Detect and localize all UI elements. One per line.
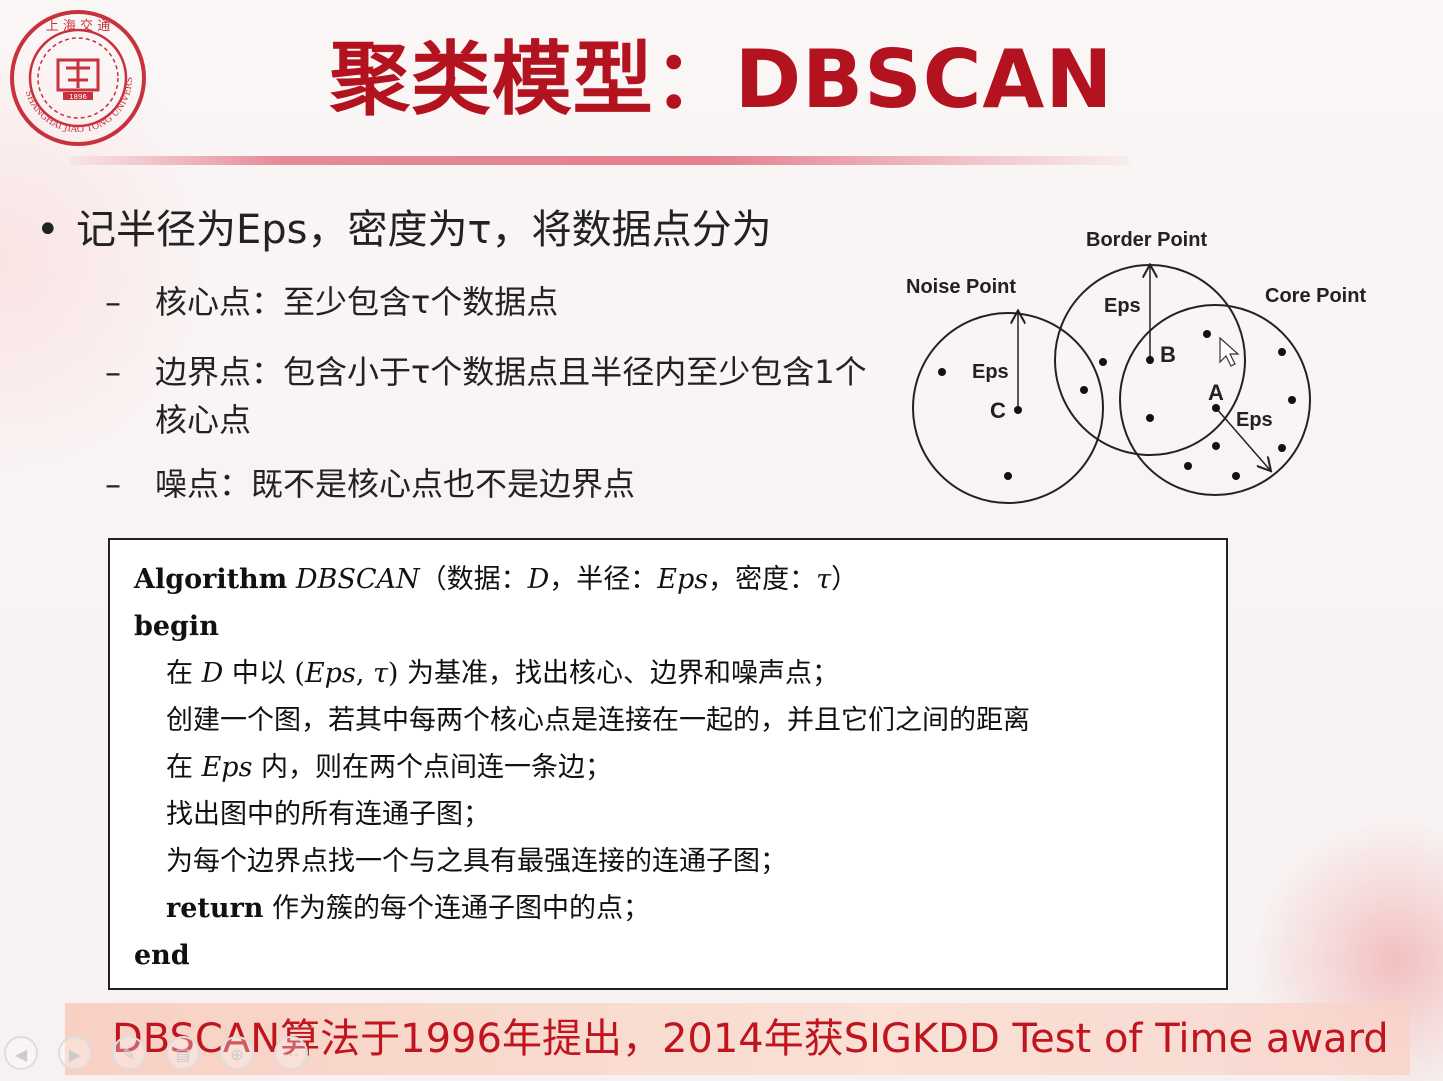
algorithm-box: Algorithm DBSCAN（数据：D，半径：Eps，密度：τ） begin… bbox=[108, 538, 1228, 990]
header-text: ，半径： bbox=[549, 564, 658, 595]
step-symbol: Eps bbox=[201, 752, 253, 783]
end-keyword: end bbox=[134, 940, 190, 971]
footer-text: DBSCAN算法于1996年提出，2014年获SIGKDD Test of Ti… bbox=[112, 1016, 1389, 1062]
svg-text:上 海 交 通: 上 海 交 通 bbox=[46, 18, 110, 34]
algorithm-step: 找出图中的所有连通子图； bbox=[166, 799, 490, 830]
noise-point-label: Noise Point bbox=[906, 276, 1016, 298]
core-circle bbox=[1119, 304, 1311, 496]
sub-bullet-text: 核心点：至少包含τ个数据点 bbox=[155, 283, 559, 321]
step-symbol: τ bbox=[372, 658, 388, 689]
sub-bullet-border: –边界点：包含小于τ个数据点且半径内至少包含1个核心点 bbox=[105, 348, 875, 444]
step-text: 在 bbox=[166, 752, 202, 783]
eps-label-noise: Eps bbox=[972, 361, 1009, 383]
algorithm-name: DBSCAN bbox=[295, 564, 420, 595]
header-symbol: τ bbox=[816, 564, 832, 595]
pen-icon[interactable]: ✎ bbox=[112, 1036, 146, 1070]
sub-bullet-core: –核心点：至少包含τ个数据点 bbox=[105, 278, 885, 326]
more-icon[interactable]: ⋯ bbox=[274, 1036, 308, 1070]
point-a-label: A bbox=[1208, 380, 1224, 405]
step-text: 作为簇的每个连通子图中的点； bbox=[263, 893, 650, 924]
main-bullet: • 记半径为Eps，密度为τ，将数据点分为 bbox=[36, 202, 772, 258]
header-symbol: Eps bbox=[657, 564, 709, 595]
step-text: , bbox=[355, 658, 373, 689]
border-point-label: Border Point bbox=[1086, 229, 1207, 251]
core-point-label: Core Point bbox=[1265, 285, 1366, 307]
point-c-label: C bbox=[990, 398, 1006, 423]
algorithm-step: 为每个边界点找一个与之具有最强连接的连通子图； bbox=[166, 846, 787, 877]
eps-label-border: Eps bbox=[1104, 295, 1141, 317]
step-text: 在 bbox=[166, 658, 202, 689]
mouse-cursor-icon bbox=[1219, 336, 1240, 367]
title-underline bbox=[70, 156, 1130, 165]
slide-title: 聚类模型：DBSCAN bbox=[329, 33, 1114, 126]
step-symbol: D bbox=[201, 658, 224, 689]
end-line: end bbox=[134, 936, 190, 976]
dash: – bbox=[105, 283, 121, 321]
sub-bullet-text: 边界点：包含小于τ个数据点且半径内至少包含1个核心点 bbox=[155, 353, 867, 439]
play-icon[interactable]: ▶ bbox=[58, 1036, 92, 1070]
header-text: ） bbox=[831, 564, 859, 595]
university-seal-logo: 1896 SHANGHAI JIAO TONG UNIVERSITY 上 海 交… bbox=[6, 8, 146, 146]
header-text: ，密度： bbox=[708, 564, 817, 595]
header-text: （数据： bbox=[419, 564, 528, 595]
algorithm-header: Algorithm DBSCAN（数据：D，半径：Eps，密度：τ） bbox=[134, 560, 858, 600]
noise-circle bbox=[912, 312, 1104, 504]
bullet-dot: • bbox=[36, 207, 60, 253]
sub-bullet-noise: –噪点：既不是核心点也不是边界点 bbox=[105, 460, 885, 508]
zoom-icon[interactable]: ⊕ bbox=[220, 1036, 254, 1070]
dash: – bbox=[105, 353, 121, 391]
sub-bullet-text: 噪点：既不是核心点也不是边界点 bbox=[155, 465, 636, 503]
begin-line: begin bbox=[134, 607, 219, 647]
logo-year: 1896 bbox=[69, 93, 87, 101]
point-b-label: B bbox=[1160, 342, 1176, 367]
step-text: 中以 ( bbox=[223, 658, 305, 689]
previous-icon[interactable]: ◀ bbox=[4, 1036, 38, 1070]
eps-label-core: Eps bbox=[1236, 409, 1273, 431]
step-symbol: Eps bbox=[304, 658, 356, 689]
step-text: 内，则在两个点间连一条边； bbox=[252, 752, 613, 783]
dbscan-diagram: Noise Point Border Point Core Point Eps … bbox=[906, 229, 1366, 504]
algorithm-step: 创建一个图，若其中每两个核心点是连接在一起的，并且它们之间的距离 bbox=[166, 705, 1030, 736]
data-points bbox=[938, 330, 1296, 480]
header-symbol: D bbox=[527, 564, 550, 595]
algorithm-step: 在 Eps 内，则在两个点间连一条边； bbox=[166, 748, 612, 788]
algorithm-step: 在 D 中以 (Eps, τ) 为基准，找出核心、边界和噪声点； bbox=[166, 654, 839, 694]
algorithm-keyword: Algorithm bbox=[134, 564, 288, 595]
step-text: ) 为基准，找出核心、边界和噪声点； bbox=[387, 658, 840, 689]
main-bullet-text: 记半径为Eps，密度为τ，将数据点分为 bbox=[76, 207, 772, 253]
return-keyword: return bbox=[166, 893, 264, 924]
begin-keyword: begin bbox=[134, 611, 219, 642]
algorithm-step: return 作为簇的每个连通子图中的点； bbox=[166, 889, 650, 929]
slides-icon[interactable]: ▤ bbox=[166, 1036, 200, 1070]
dash: – bbox=[105, 465, 121, 503]
